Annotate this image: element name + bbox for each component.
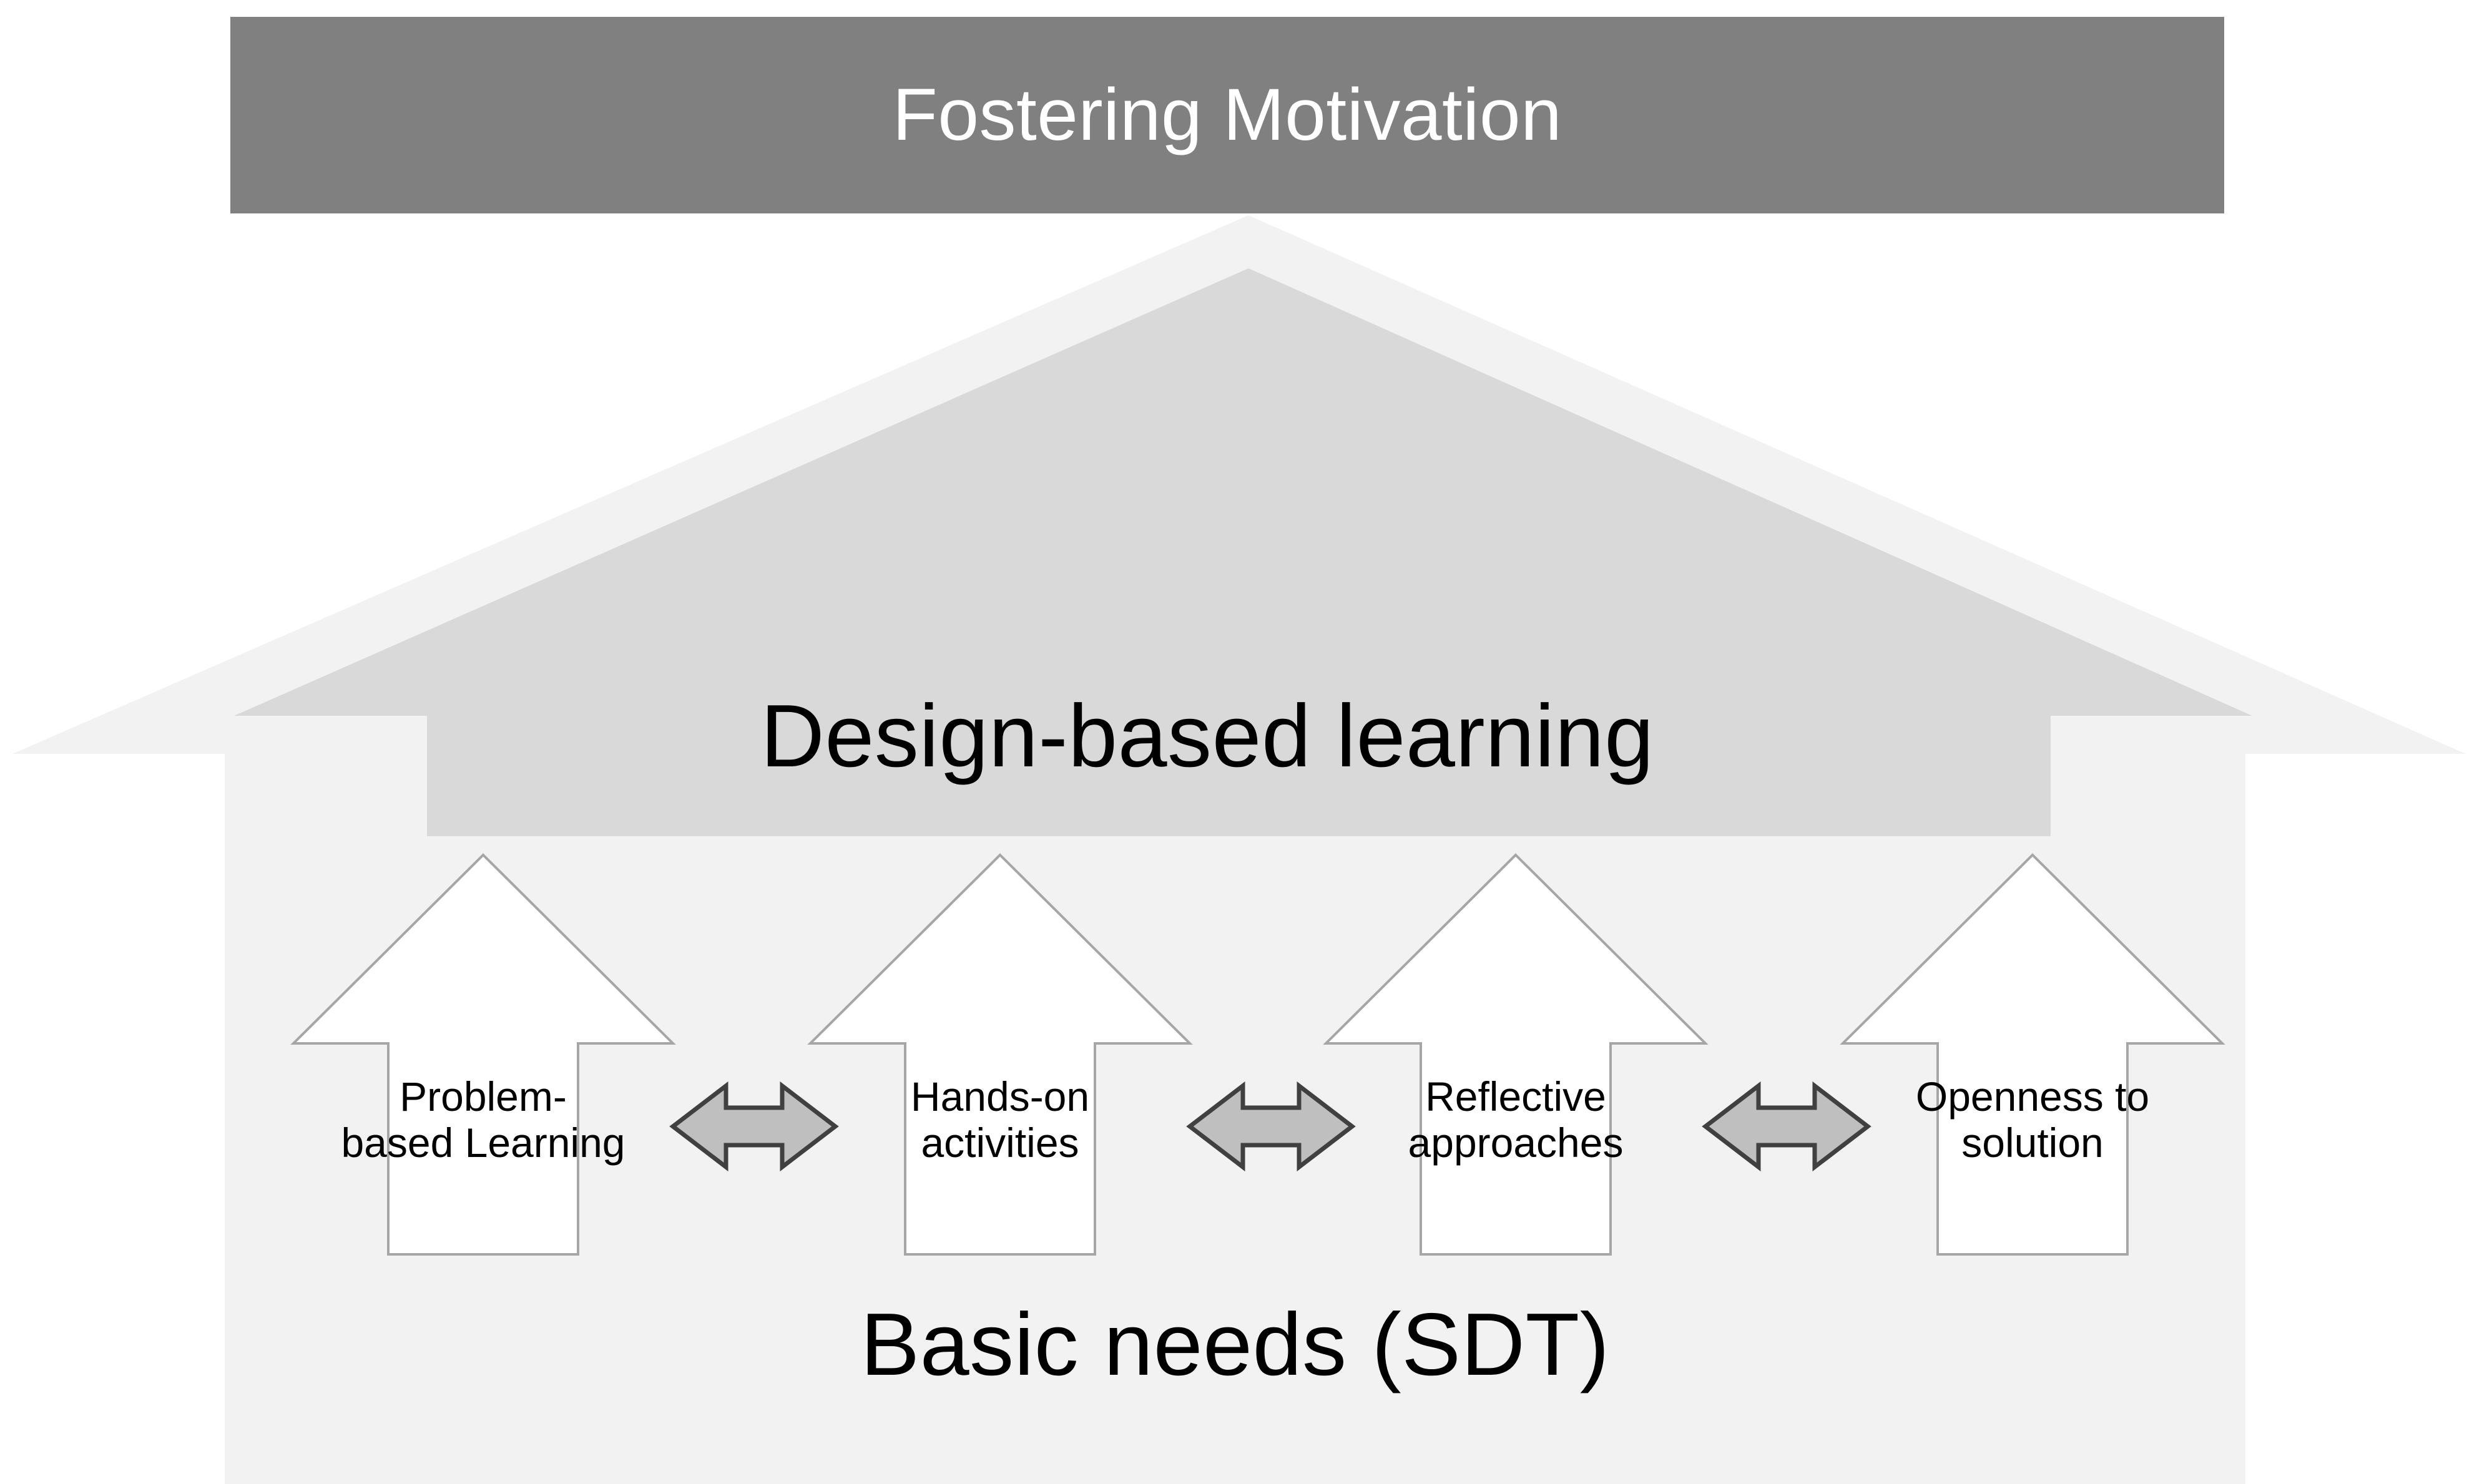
pillar-shape-1[interactable]	[807, 853, 1193, 1256]
double-arrow-horizontal-icon	[1186, 1081, 1356, 1172]
pillar-label-openness-to-solution: Openness to solution	[1915, 1073, 2150, 1166]
header-title: Fostering Motivation	[892, 74, 1562, 157]
double-arrow-horizontal-icon	[1702, 1081, 1871, 1172]
connector-0-1[interactable]	[669, 1081, 839, 1172]
connector-2-3[interactable]	[1702, 1081, 1871, 1172]
outer-roof-arrow	[12, 215, 2466, 1484]
design-based-learning-title: Design-based learning	[760, 686, 1654, 786]
pillar-label-problem-based-learning: Problem- based Learning	[341, 1073, 625, 1166]
foundation-title: Basic needs (SDT)	[860, 1295, 1610, 1395]
pillar-label-hands-on-activities: Hands-on activities	[910, 1073, 1090, 1166]
pillar-shape-0[interactable]	[290, 853, 676, 1256]
pillar-shape-3[interactable]	[1840, 853, 2225, 1256]
pillar-label-reflective-approaches: Reflective approaches	[1408, 1073, 1624, 1166]
connector-1-2[interactable]	[1186, 1081, 1356, 1172]
header-banner	[230, 17, 2224, 213]
inner-roof-arrow	[234, 268, 2252, 836]
double-arrow-horizontal-icon	[669, 1081, 839, 1172]
pillar-shape-2[interactable]	[1323, 853, 1709, 1256]
